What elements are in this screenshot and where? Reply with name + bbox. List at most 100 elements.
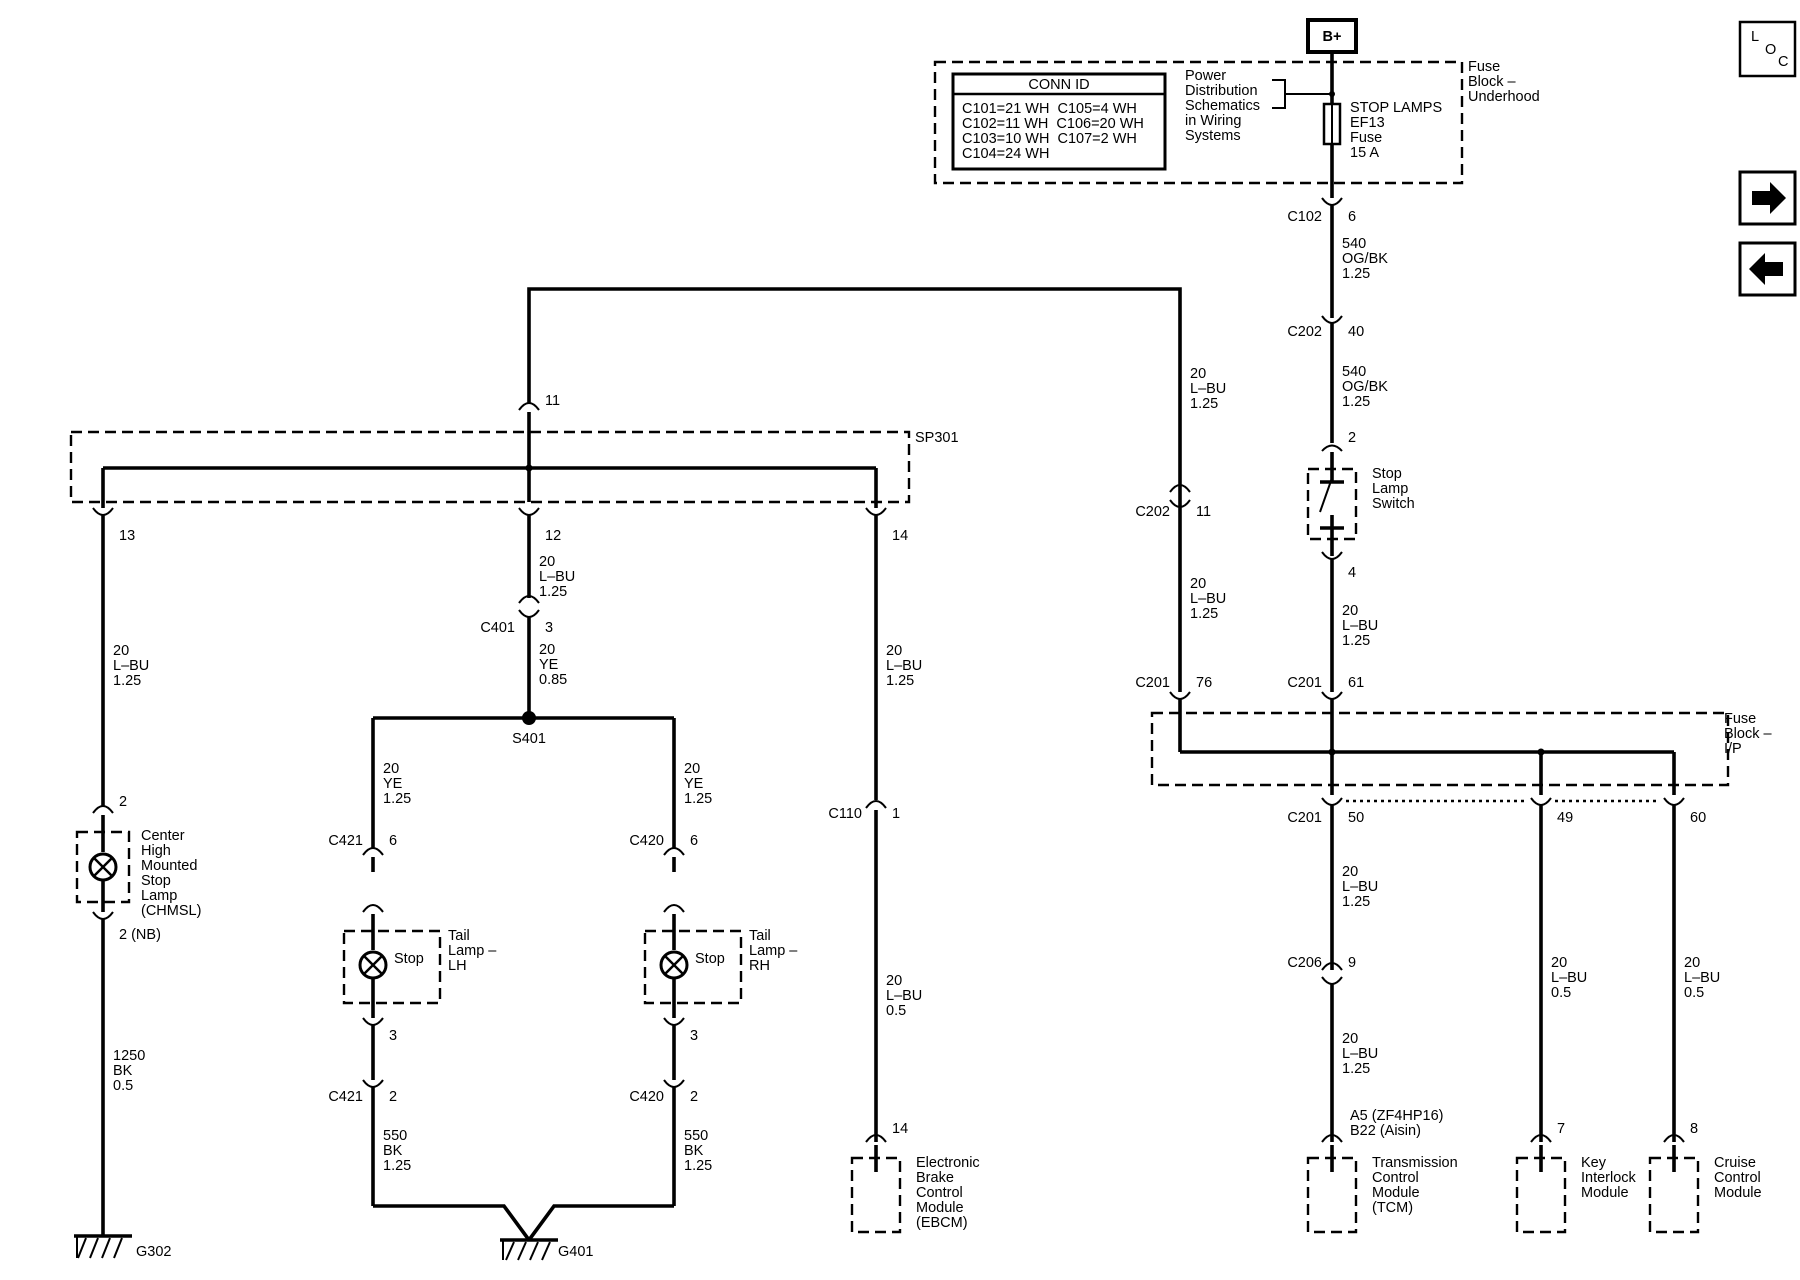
arrow-left-icon: [1749, 253, 1783, 285]
power-dist-line: Power: [1185, 68, 1226, 84]
wire-label: 1.25: [1342, 394, 1370, 410]
fuse-block-underhood-line3: Underhood: [1468, 89, 1540, 105]
ip-fuse-block-label: Fuse: [1724, 711, 1756, 727]
sp301-pin-11: 11: [545, 393, 560, 409]
c201-pin: 50: [1348, 810, 1364, 826]
wire-label: 1.25: [1342, 266, 1370, 282]
fuse-label-line: EF13: [1350, 115, 1385, 131]
wire-label: 1.25: [684, 1158, 712, 1174]
c206-label: C206: [1287, 955, 1322, 971]
stop-lh-label: Stop: [394, 951, 424, 967]
wire-label: 1.25: [684, 791, 712, 807]
wire-label: 20: [1551, 955, 1567, 971]
loc-letter: C: [1778, 54, 1788, 70]
wire-label: YE: [684, 776, 704, 792]
previous-page-button[interactable]: [1738, 241, 1797, 297]
wire-label: 20: [886, 973, 902, 989]
wire-label: 20: [113, 643, 129, 659]
tail-lamp-rh-label: Tail: [749, 928, 771, 944]
c202-label: C202: [1287, 324, 1322, 340]
wire-label: L–BU: [1551, 970, 1587, 986]
wire-label: 1.25: [1190, 606, 1218, 622]
wire-label: 20: [1342, 1031, 1358, 1047]
battery-positive-box: B+: [1306, 18, 1358, 54]
lh-pin-3: 3: [389, 1028, 397, 1044]
c202-pin: 11: [1196, 504, 1211, 520]
wire-label: 1.25: [383, 1158, 411, 1174]
splice-pack-sp301: 11 SP301 13 12 14: [69, 393, 959, 544]
underhood-fuse-block: Fuse Block – Underhood: [933, 59, 1540, 185]
wire-label: 0.5: [886, 1003, 906, 1019]
wire-label: 1.25: [1190, 396, 1218, 412]
loc-letter: O: [1765, 42, 1776, 58]
tcm-label: Control: [1372, 1170, 1419, 1186]
tail-lamp-rh-label: Lamp –: [749, 943, 798, 959]
s401-label: S401: [512, 731, 546, 747]
c401-pin: 3: [545, 620, 553, 636]
chmsl-branch: 20 L–BU 1.25 2 Center High Mounted Stop …: [75, 515, 201, 1236]
wire-label: 0.5: [1684, 985, 1704, 1001]
conn-id-row: C104=24 WH: [962, 146, 1049, 162]
wire-label: 1.25: [886, 673, 914, 689]
wire-label: 550: [684, 1128, 708, 1144]
c201-label: C201: [1135, 675, 1170, 691]
fuse-block-underhood-line1: Fuse: [1468, 59, 1500, 75]
ebcm-label: Brake: [916, 1170, 954, 1186]
wire-label: 0.5: [1551, 985, 1571, 1001]
c201-label: C201: [1287, 675, 1322, 691]
c201-pin: 76: [1196, 675, 1212, 691]
cruise-label: Cruise: [1714, 1155, 1756, 1171]
tail-lamp-lh-label: LH: [448, 958, 467, 974]
wire-label: 1.25: [383, 791, 411, 807]
tcm-label: Transmission: [1372, 1155, 1458, 1171]
wire-label: L–BU: [886, 988, 922, 1004]
wire-label: 550: [383, 1128, 407, 1144]
c202-label: C202: [1135, 504, 1170, 520]
chmsl-label: Center: [141, 828, 185, 844]
c201-pin: 61: [1348, 675, 1364, 691]
c110-label: C110: [828, 806, 862, 822]
tail-lamp-feed: 20 L–BU 1.25 C401 3 20 YE 0.85 S401: [373, 515, 674, 747]
wire-label: YE: [539, 657, 559, 673]
tcm-variant: A5 (ZF4HP16): [1350, 1108, 1443, 1124]
arrow-right-icon: [1752, 182, 1786, 214]
loc-letter: L: [1751, 29, 1759, 45]
ground-g302-label: G302: [136, 1244, 171, 1260]
wire-label: 540: [1342, 364, 1366, 380]
wire-label: 20: [1684, 955, 1700, 971]
chmsl-pin-2nb: 2 (NB): [119, 927, 161, 943]
next-page-button[interactable]: [1738, 170, 1797, 226]
switch-column: C102 6 540 OG/BK 1.25 C202 40 540 OG/BK …: [1287, 197, 1415, 700]
pin-7: 7: [1557, 1121, 1565, 1137]
fuse-label-line: Fuse: [1350, 130, 1382, 146]
sp301-pin-13: 13: [119, 528, 135, 544]
conn-id-title: CONN ID: [1028, 77, 1089, 93]
power-dist-line: Distribution: [1185, 83, 1258, 99]
pin-49: 49: [1557, 810, 1573, 826]
ebcm-label: (EBCM): [916, 1215, 968, 1231]
c102-label: C102: [1287, 209, 1322, 225]
wire-label: 1250: [113, 1048, 145, 1064]
wire-label: BK: [383, 1143, 403, 1159]
wire-label: 540: [1342, 236, 1366, 252]
sp301-pin-12: 12: [545, 528, 561, 544]
wire-label: 1.25: [1342, 1061, 1370, 1077]
wire-label: 20: [1342, 864, 1358, 880]
wire-label: L–BU: [1342, 618, 1378, 634]
wire-label: L–BU: [1342, 1046, 1378, 1062]
pin-60: 60: [1690, 810, 1706, 826]
c420-label: C420: [629, 833, 664, 849]
location-button[interactable]: L O C: [1738, 20, 1797, 78]
c420-pin: 6: [690, 833, 698, 849]
wire-label: BK: [684, 1143, 704, 1159]
tail-lamp-rh-label: RH: [749, 958, 770, 974]
chmsl-pin-2: 2: [119, 794, 127, 810]
ground-g401: G401: [373, 1204, 674, 1261]
switch-pin-4: 4: [1348, 565, 1356, 581]
conn-id-row: C103=10 WH C107=2 WH: [962, 131, 1137, 147]
wire-label: YE: [383, 776, 403, 792]
c421-label: C421: [328, 833, 363, 849]
key-interlock-label: Key: [1581, 1155, 1607, 1171]
stop-lamp-switch-label: Lamp: [1372, 481, 1408, 497]
conn-id-row: C102=11 WH C106=20 WH: [962, 116, 1144, 132]
